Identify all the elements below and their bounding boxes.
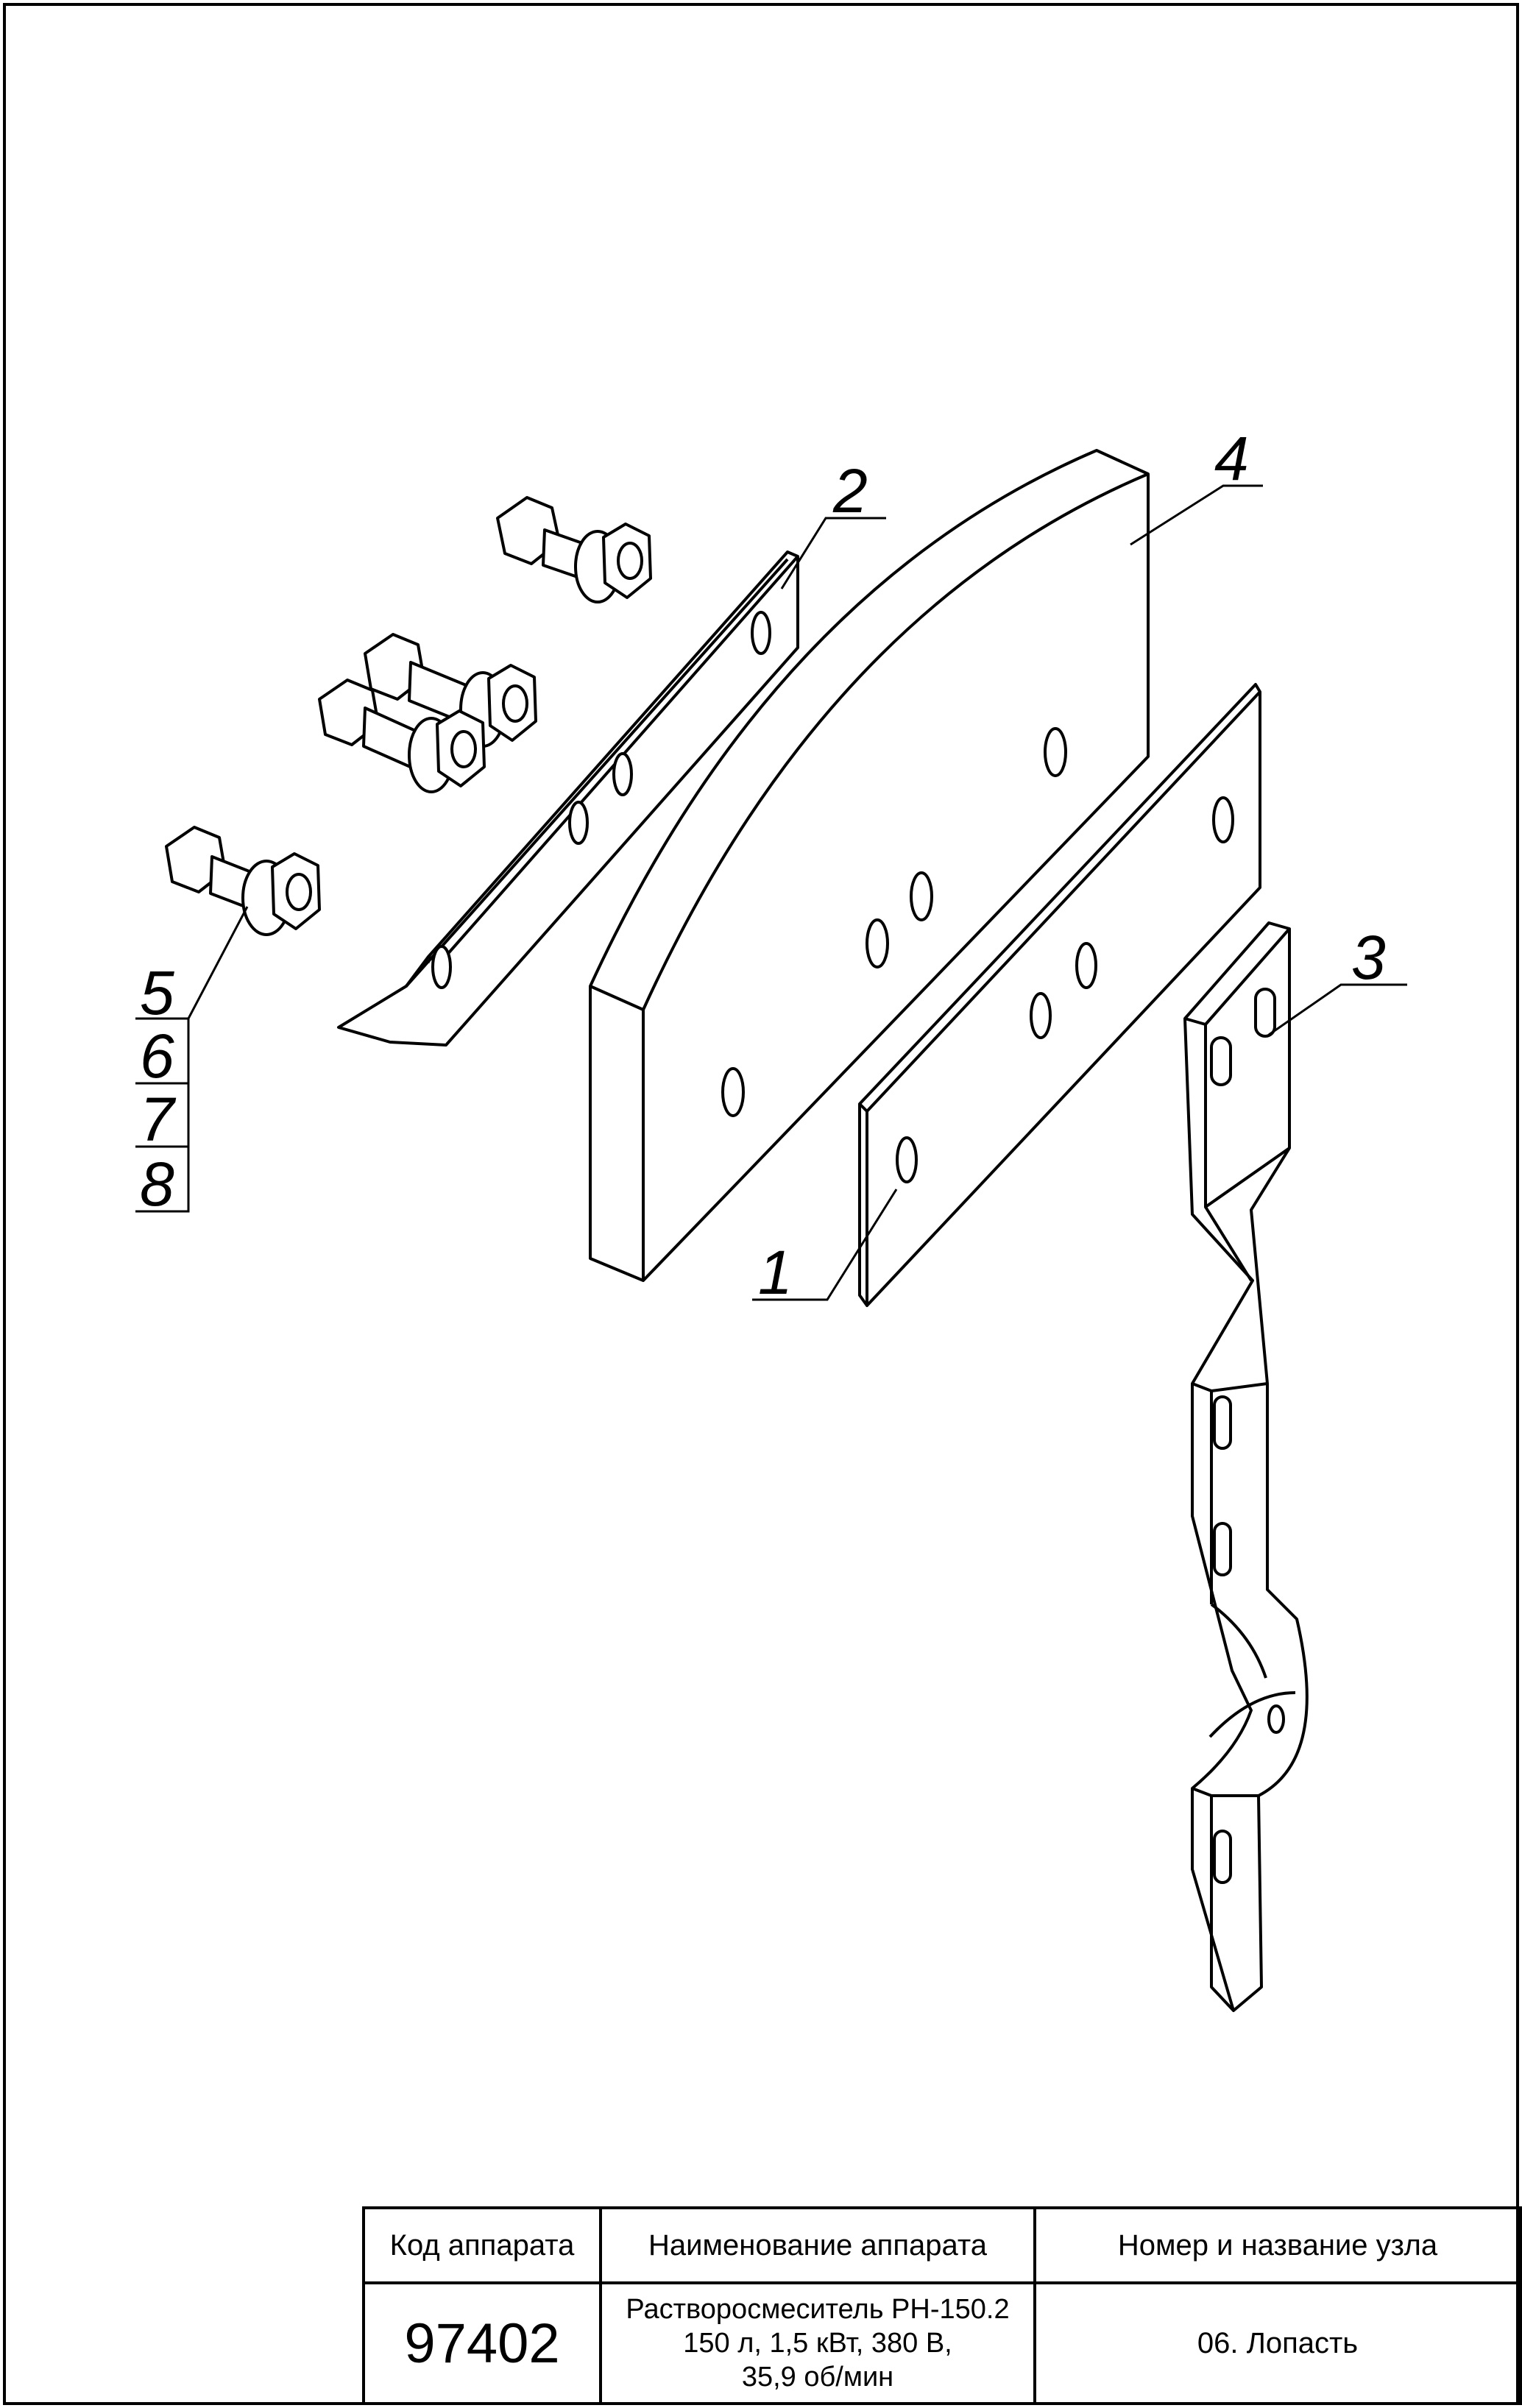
callout-3: 3	[1351, 923, 1386, 992]
angle-bar-hole	[568, 801, 589, 845]
fastener-set-middle-2	[318, 679, 486, 793]
strip-hole	[1075, 942, 1097, 989]
bracket-slot	[1254, 988, 1276, 1038]
apparatus-name: Растворосмеситель РН-150.2 150 л, 1,5 кВ…	[599, 2281, 1036, 2405]
drawing-sheet-frame	[3, 3, 1519, 2405]
angle-bar-hole	[431, 945, 452, 989]
leader-line-2	[780, 517, 886, 589]
strip-hole	[1212, 796, 1234, 843]
strip-hole	[896, 1136, 918, 1183]
part-1-strip	[858, 683, 1261, 1307]
fastener-set-bottom	[165, 826, 321, 936]
apparatus-name-line: Растворосмеситель РН-150.2	[626, 2294, 1010, 2325]
strip-hole	[1030, 992, 1052, 1039]
bracket-slot	[1210, 1036, 1232, 1086]
blade-hole	[1044, 727, 1067, 777]
blade-hole	[721, 1067, 745, 1117]
header-unit: Номер и название узла	[1033, 2206, 1522, 2284]
apparatus-name-line: 150 л, 1,5 кВт, 380 В,	[683, 2328, 952, 2359]
leader-line-1	[752, 1189, 898, 1301]
bracket-slot	[1213, 1522, 1232, 1576]
callout-stack-frame	[135, 1017, 190, 1213]
callout-7: 7	[140, 1085, 177, 1154]
callout-5: 5	[140, 958, 174, 1027]
part-2-angle-bar	[337, 550, 799, 1047]
exploded-assembly-drawing: 4 2 3 1 5 6 7 8	[135, 424, 1407, 2012]
bracket-slot	[1213, 1395, 1232, 1450]
callout-1: 1	[758, 1238, 793, 1307]
title-block: Код аппарата Наименование аппарата Номер…	[362, 2206, 1522, 2405]
unit-name: 06. Лопасть	[1033, 2281, 1522, 2405]
blade-hole	[866, 918, 889, 968]
callout-8: 8	[140, 1150, 174, 1219]
bracket-slot	[1213, 1830, 1232, 1884]
bracket-hole	[1267, 1704, 1285, 1734]
part-3-bracket	[1183, 921, 1309, 2012]
apparatus-name-line: 35,9 об/мин	[741, 2362, 894, 2393]
apparatus-code: 97402	[362, 2281, 602, 2405]
fastener-set-top	[496, 496, 652, 603]
blade-hole	[910, 871, 933, 921]
callout-stack-dividers	[135, 1082, 188, 1148]
leader-line-3	[1268, 983, 1407, 1036]
callout-4: 4	[1214, 424, 1249, 493]
angle-bar-hole	[612, 752, 633, 796]
leader-line-4	[1130, 484, 1263, 546]
angle-bar-hole	[751, 611, 771, 655]
header-name: Наименование аппарата	[599, 2206, 1036, 2284]
part-4-blade	[589, 449, 1150, 1282]
callout-2: 2	[832, 456, 868, 525]
header-code: Код аппарата	[362, 2206, 602, 2284]
callout-6: 6	[140, 1021, 174, 1091]
